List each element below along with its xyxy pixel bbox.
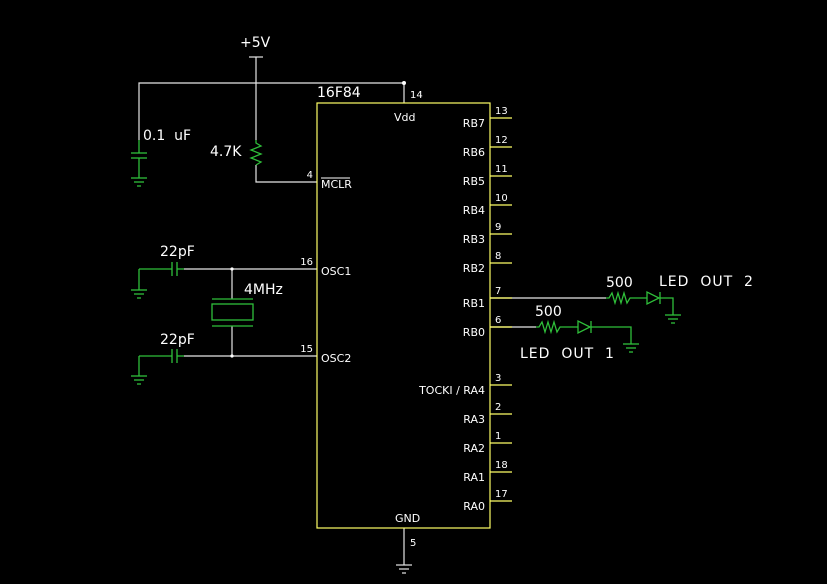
right-pin-number: 12 <box>495 135 508 146</box>
ic-pin-labels: RB713RB612RB511RB410RB39RB28RB17RB06TOCK… <box>300 106 507 513</box>
crystal-icon <box>211 303 254 321</box>
led2-ground-lead <box>660 297 674 315</box>
led2-label: LED OUT 2 <box>659 274 754 290</box>
led2-diode-icon <box>646 290 661 306</box>
resistor-led2-icon <box>606 290 647 306</box>
right-pin-number: 1 <box>495 431 501 442</box>
led1-ground-lead <box>591 326 632 344</box>
right-pin-number: 9 <box>495 222 501 233</box>
right-pin-number: 8 <box>495 251 501 262</box>
junction-dot-supply <box>402 81 406 85</box>
ic-gnd-pin-number: 5 <box>410 538 416 549</box>
left-pin-number: 16 <box>300 257 313 268</box>
ground-icon-ic <box>396 564 412 574</box>
resistor-led1-icon <box>536 319 578 335</box>
right-pin-number: 3 <box>495 373 501 384</box>
ic-pin-stubs <box>490 117 512 502</box>
right-pin-number: 2 <box>495 402 501 413</box>
decoupling-cap-label: 0.1 uF <box>143 128 191 144</box>
right-pin-number: 11 <box>495 164 508 175</box>
crystal-label: 4MHz <box>244 282 283 298</box>
left-pin-label: MCLR <box>321 178 352 191</box>
right-pin-label: RA1 <box>463 471 485 484</box>
wires <box>138 56 606 565</box>
resistor-led1-label: 500 <box>535 304 562 320</box>
right-pin-label: RA2 <box>463 442 485 455</box>
mclr-wire <box>255 165 317 183</box>
right-pin-number: 10 <box>495 193 508 204</box>
right-pin-label: RB3 <box>463 233 485 246</box>
supply-rail-wire <box>138 82 405 140</box>
supply-label: +5V <box>240 35 271 51</box>
right-pin-label: RA0 <box>463 500 485 513</box>
led1-label: LED OUT 1 <box>520 346 615 362</box>
right-pin-label: RB4 <box>463 204 485 217</box>
components <box>131 140 681 385</box>
junction-dot-osc2 <box>230 354 234 358</box>
ic-gnd-label: GND <box>395 512 420 525</box>
ic-16f84 <box>316 102 491 529</box>
left-pin-label: OSC1 <box>321 265 351 278</box>
right-pin-label: RB6 <box>463 146 485 159</box>
right-pin-number: 18 <box>495 460 508 471</box>
right-pin-label: RA3 <box>463 413 485 426</box>
junction-dots <box>230 81 406 358</box>
osc2-cap-label: 22pF <box>160 332 195 348</box>
junction-dot-osc1 <box>230 267 234 271</box>
ic-outline <box>316 102 491 529</box>
left-pin-label: OSC2 <box>321 352 351 365</box>
right-pin-number: 13 <box>495 106 508 117</box>
led1-diode-icon <box>577 319 592 335</box>
resistor-led2-label: 500 <box>606 275 633 291</box>
ic-vdd-pin-number: 14 <box>410 90 423 101</box>
left-pin-number: 15 <box>300 344 313 355</box>
ic-part-label: 16F84 <box>317 85 361 101</box>
right-pin-number: 7 <box>495 286 501 297</box>
osc1-cap-label: 22pF <box>160 244 195 260</box>
right-pin-label: RB0 <box>463 326 485 339</box>
right-pin-number: 17 <box>495 489 508 500</box>
left-pin-number: 4 <box>307 170 313 181</box>
right-pin-label: RB2 <box>463 262 485 275</box>
ic-vdd-label: Vdd <box>394 111 416 124</box>
pullup-resistor-icon <box>249 140 263 166</box>
right-pin-label: RB7 <box>463 117 485 130</box>
right-pin-number: 6 <box>495 315 501 326</box>
right-pin-label: RB5 <box>463 175 485 188</box>
right-pin-label: RB1 <box>463 297 485 310</box>
pullup-resistor-label: 4.7K <box>210 144 242 160</box>
right-pin-label: TOCKI / RA4 <box>418 384 485 397</box>
